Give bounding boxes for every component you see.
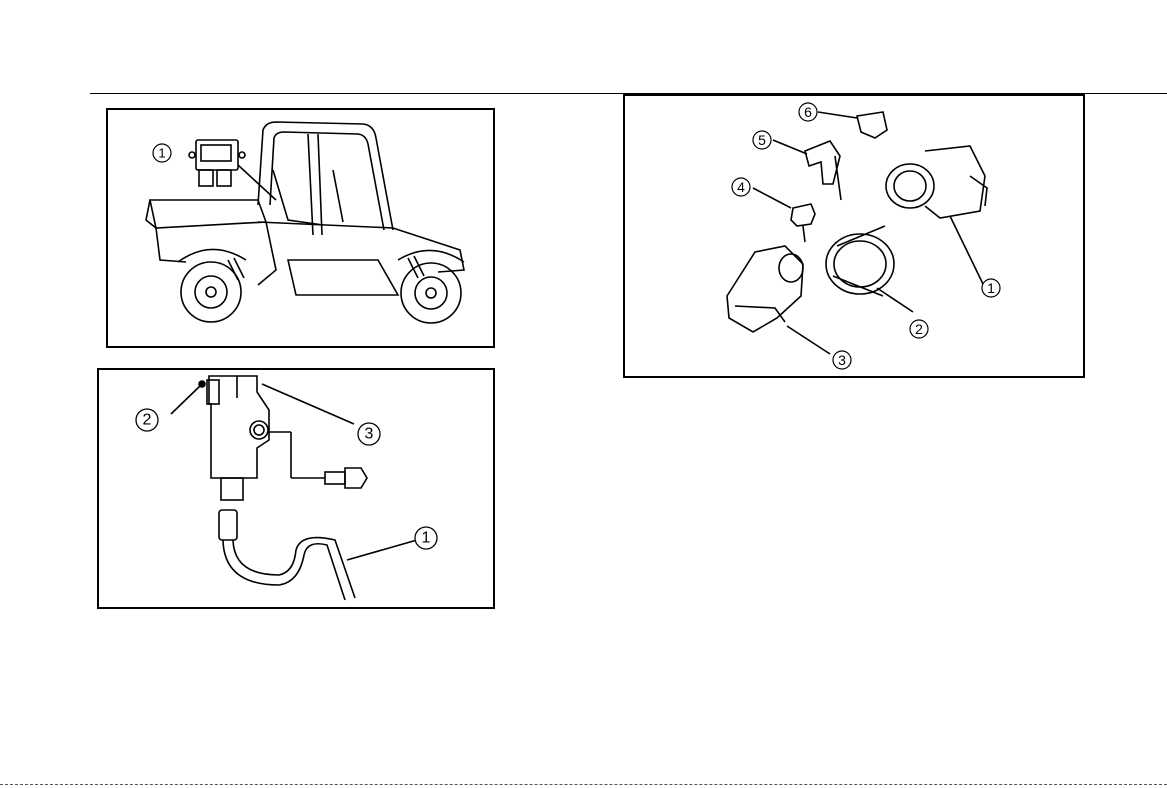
vehicle-callout-1: 1	[158, 146, 165, 161]
throttle-callout-2: 2	[915, 321, 923, 337]
throttle-callout-4: 4	[737, 179, 745, 195]
sensor-callout-2: 2	[143, 412, 152, 429]
vehicle-illustration: 1	[108, 110, 493, 346]
throttle-illustration: 6 5 4 1 2 3	[625, 96, 1083, 376]
throttle-callout-6: 6	[804, 104, 812, 120]
throttle-callout-5: 5	[758, 132, 766, 148]
throttle-callout-3: 3	[838, 352, 846, 368]
throttle-figure: 6 5 4 1 2 3	[623, 94, 1085, 378]
sensor-callout-1: 1	[422, 530, 431, 547]
sensor-figure: 2 3 1	[97, 368, 495, 609]
sensor-illustration: 2 3 1	[99, 370, 493, 607]
sensor-callout-3: 3	[365, 426, 374, 443]
throttle-callout-1: 1	[987, 280, 995, 296]
footer-rule	[0, 784, 1167, 785]
vehicle-figure: 1	[106, 108, 495, 348]
